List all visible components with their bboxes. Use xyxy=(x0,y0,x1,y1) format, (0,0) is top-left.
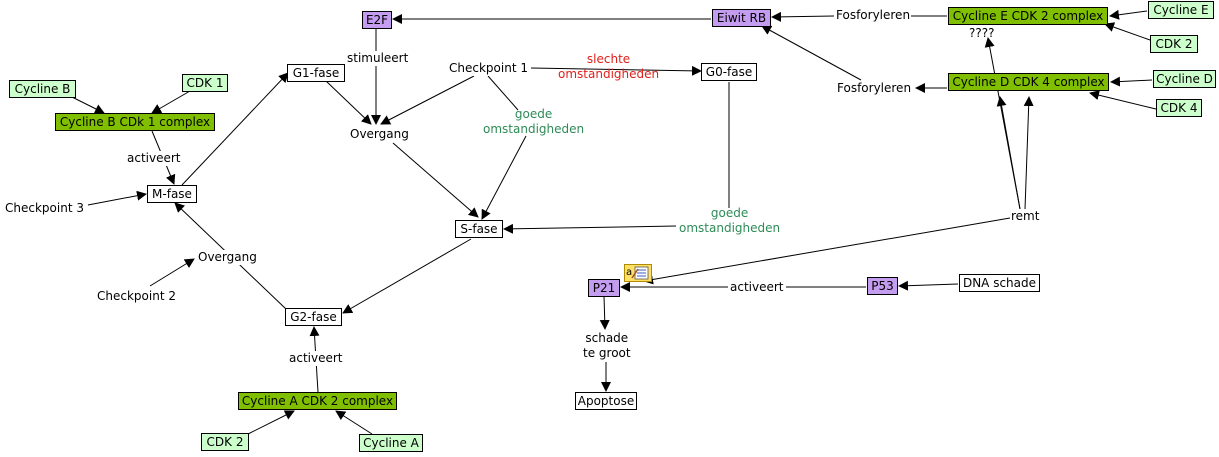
node-e2f[interactable]: E2F xyxy=(362,11,392,29)
node-cdk-2-bottom[interactable]: CDK 2 xyxy=(201,433,249,451)
label-goede-omstandigheden-1: goede omstandigheden xyxy=(483,107,585,136)
edge-mfase-to-g1 xyxy=(181,72,289,186)
edge-cyclined-to-complex-d xyxy=(1110,76,1153,87)
node-cycline-d-cdk4-complex[interactable]: Cycline D CDK 4 complex xyxy=(948,73,1109,91)
edge-checkpoint1-to-sfase xyxy=(487,75,519,111)
edge-p21-to-schade xyxy=(599,295,610,330)
edge-dna-to-p53 xyxy=(898,280,959,291)
node-cycline-b[interactable]: Cycline B xyxy=(9,80,76,98)
edge-g1-to-overgang xyxy=(325,80,372,125)
node-cdk-2-top[interactable]: CDK 2 xyxy=(1150,35,1198,53)
label-goede-omstandigheden-2: goede omstandigheden xyxy=(679,206,781,235)
node-cycline-a[interactable]: Cycline A xyxy=(359,434,423,452)
node-m-fase[interactable]: M-fase xyxy=(147,185,197,203)
node-cycline-a-cdk2-complex[interactable]: Cycline A CDK 2 complex xyxy=(238,392,397,410)
node-cycline-e-cdk2-complex[interactable]: Cycline E CDK 2 complex xyxy=(948,7,1108,25)
node-s-fase[interactable]: S-fase xyxy=(455,220,503,238)
label-activeert-p53: activeert xyxy=(729,280,785,295)
edge-sfase-to-g2 xyxy=(342,238,472,314)
label-overgang-center: Overgang xyxy=(349,127,410,142)
edge-p21-to-remt xyxy=(643,217,1011,285)
edge-overgang-to-sfase xyxy=(392,142,479,218)
edge-remt-to-complex-e xyxy=(984,37,1021,210)
node-dna-schade[interactable]: DNA schade xyxy=(959,274,1040,292)
node-cycline-e[interactable]: Cycline E xyxy=(1148,1,1214,19)
label-stimuleert: stimuleert xyxy=(346,51,410,66)
node-g0-fase[interactable]: G0-fase xyxy=(701,63,757,81)
svg-text:a: a xyxy=(626,267,632,278)
label-question-marks: ???? xyxy=(969,26,995,40)
edge-checkpoint2-to-overgang xyxy=(149,258,195,287)
label-checkpoint-3: Checkpoint 3 xyxy=(4,201,85,216)
edge-cdk2top-to-complex-e xyxy=(1104,22,1151,41)
label-schade-te-groot: schade te groot xyxy=(583,331,631,360)
node-eiwit-rb[interactable]: Eiwit RB xyxy=(712,9,771,27)
label-overgang-left: Overgang xyxy=(197,250,258,265)
label-fosforyleren-mid: Fosforyleren xyxy=(836,81,913,96)
edge-cdk1-to-complex xyxy=(151,90,191,114)
label-fosforyleren-top: Fosforyleren xyxy=(835,8,912,23)
label-remt: remt xyxy=(1010,209,1041,224)
edge-cyclinee-to-complex-e xyxy=(1109,9,1148,20)
node-cdk-4[interactable]: CDK 4 xyxy=(1156,99,1202,117)
node-apoptose[interactable]: Apoptose xyxy=(575,392,637,410)
edge-cycline-b-to-complex xyxy=(69,95,105,114)
node-cdk-1[interactable]: CDK 1 xyxy=(182,74,228,92)
edge-checkpoint1-to-overgang xyxy=(380,75,475,125)
edge-checkpoint3-to-mfase xyxy=(87,190,147,206)
label-activeert-b: activeert xyxy=(126,151,182,166)
edge-goede2-to-sfase xyxy=(503,223,677,234)
node-p21[interactable]: P21 xyxy=(588,279,620,297)
edge-cdk4-to-complex-d xyxy=(1089,90,1157,110)
label-checkpoint-2: Checkpoint 2 xyxy=(96,289,177,304)
edge-goede1-to-sfase xyxy=(481,135,527,220)
node-p53[interactable]: P53 xyxy=(867,277,898,295)
edge-fosforyleren-mid-to-eiwitrb xyxy=(761,25,862,81)
label-activeert-a: activeert xyxy=(288,351,344,366)
node-cycline-d[interactable]: Cycline D xyxy=(1153,70,1216,88)
label-slechte-omstandigheden: slechte omstandigheden xyxy=(558,52,660,81)
edge-checkpoint1-to-g0 xyxy=(530,65,702,76)
edge-fosforyleren-to-eiwitrb xyxy=(771,11,835,22)
label-checkpoint-1: Checkpoint 1 xyxy=(448,61,529,76)
node-g2-fase[interactable]: G2-fase xyxy=(285,308,342,326)
node-g1-fase[interactable]: G1-fase xyxy=(287,64,345,82)
edge-cdk2-to-complex-a xyxy=(247,410,295,435)
node-cycline-b-cdk1-complex[interactable]: Cycline B CDk 1 complex xyxy=(55,113,215,131)
edge-cyclinea-to-complex-a xyxy=(335,410,373,435)
note-icon[interactable]: a xyxy=(624,264,652,282)
edge-remt-to-complex-d-2 xyxy=(1023,96,1034,210)
